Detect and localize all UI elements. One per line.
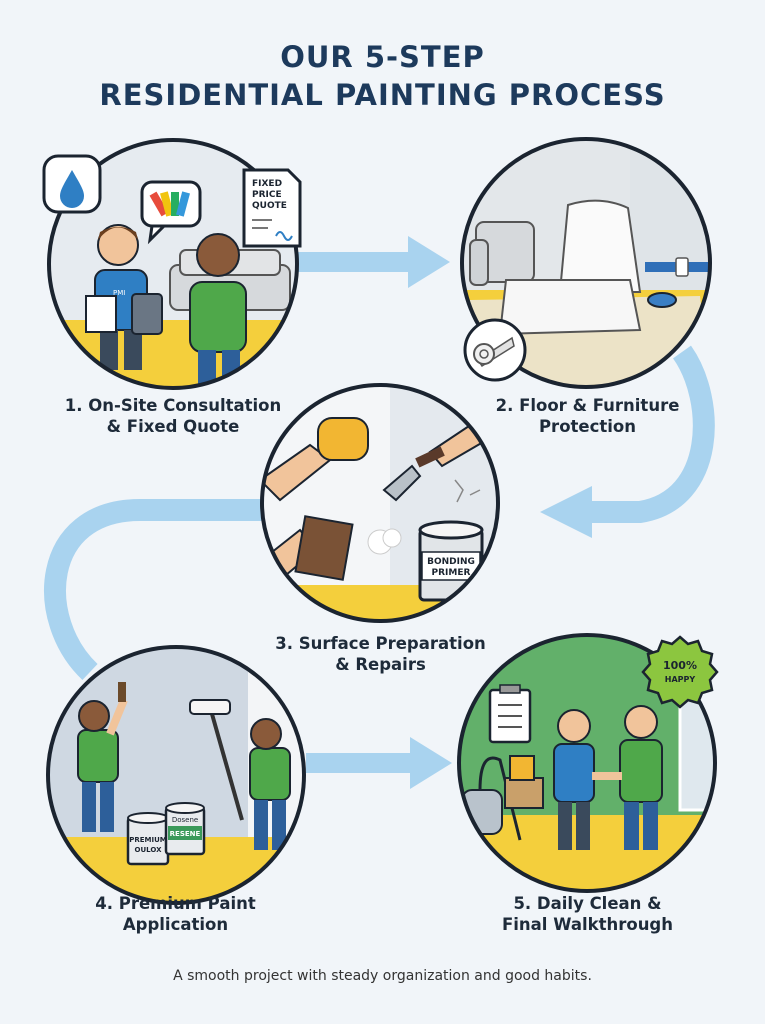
- covered-chair: [558, 199, 642, 293]
- footer-tagline: A smooth project with steady organizatio…: [173, 968, 592, 984]
- sponge-hand: [262, 417, 369, 502]
- quote-text-line-1: FIXED: [252, 179, 282, 189]
- can2-band-text: RESENE: [170, 830, 201, 838]
- quote-document-icon: FIXED PRICE QUOTE: [242, 168, 302, 248]
- tablet-icon: [131, 293, 163, 335]
- step-2-caption-line-1: 2. Floor & Furniture: [495, 396, 680, 415]
- arrow-step2-to-step3: [540, 345, 715, 538]
- step-3-caption-line-1: 3. Surface Preparation: [275, 634, 486, 653]
- badge-line-2: HAPPY: [665, 675, 696, 684]
- color-swatch-bubble-icon: [140, 180, 202, 245]
- satisfaction-badge-icon: 100% HAPPY: [641, 635, 719, 709]
- step-3-illustration: BONDING PRIMER: [260, 383, 500, 623]
- painter-left: [77, 682, 128, 832]
- badge-line-1: 100%: [663, 659, 697, 672]
- armchair: [469, 221, 535, 286]
- step-4-caption-line-2: Application: [122, 915, 229, 934]
- painter-right: [189, 699, 291, 850]
- can1-line-1: PREMIUM: [129, 836, 167, 844]
- water-drop-icon: [42, 154, 102, 214]
- client-figure: [189, 233, 247, 388]
- drop-cloth-roll-icon: [463, 318, 527, 382]
- roller-pole: [210, 713, 244, 821]
- paint-can-resene: Dosene RESENE: [164, 802, 206, 856]
- step-5-caption: 5. Daily Clean & Final Walkthrough: [470, 893, 705, 935]
- can2-top-text: Dosene: [172, 816, 198, 824]
- page-title-line-2: RESIDENTIAL PAINTING PROCESS: [99, 78, 666, 112]
- covered-table: [498, 279, 642, 336]
- connector-arrows: [44, 236, 715, 789]
- worker-figure: [553, 709, 595, 850]
- can1-line-2: OULOX: [135, 846, 163, 854]
- step-3-caption-line-2: & Repairs: [335, 655, 426, 674]
- step-4-caption: 4. Premium Paint Application: [58, 893, 293, 935]
- primer-can-line-1: BONDING: [427, 557, 475, 567]
- shirt-logo-text: PMI: [113, 289, 125, 297]
- arrow-step4-to-step5: [306, 737, 452, 789]
- step-2-caption-line-2: Protection: [538, 417, 637, 436]
- consultant-figure: PMI: [85, 224, 163, 370]
- step-4-caption-line-1: 4. Premium Paint: [95, 894, 256, 913]
- step-1-illustration: PMI: [42, 138, 302, 390]
- sanding-block-icon: [294, 515, 354, 581]
- paintbrush-icon: [118, 682, 126, 702]
- arrow-step3-to-step4: [44, 499, 264, 680]
- step-2-caption: 2. Floor & Furniture Protection: [470, 395, 705, 437]
- step-4-illustration: PREMIUM OULOX Dosene RESENE: [46, 645, 306, 905]
- tape-roll-icon: [647, 292, 677, 308]
- quote-text-line-2: PRICE: [252, 190, 282, 200]
- scraper-icon: [382, 464, 422, 502]
- clipboard-icon: [85, 295, 117, 333]
- homeowner-figure: [619, 705, 663, 850]
- step-2-illustration: [460, 137, 712, 389]
- sponge-icon: [317, 417, 369, 461]
- paint-can-premium: PREMIUM OULOX: [126, 812, 170, 866]
- primer-can-line-2: PRIMER: [432, 568, 471, 578]
- step-1-caption-line-2: & Fixed Quote: [106, 417, 240, 436]
- step-5-caption-line-2: Final Walkthrough: [502, 915, 673, 934]
- step-1-caption: 1. On-Site Consultation & Fixed Quote: [48, 395, 298, 437]
- step-5-illustration: 100% HAPPY: [457, 633, 719, 893]
- primer-can-icon: BONDING PRIMER: [418, 520, 484, 602]
- quote-text-line-3: QUOTE: [252, 201, 287, 211]
- checklist-clipboard-icon: [488, 684, 532, 744]
- arrow-step1-to-step2: [298, 236, 450, 288]
- step-5-caption-line-1: 5. Daily Clean &: [513, 894, 662, 913]
- step-3-caption: 3. Surface Preparation & Repairs: [258, 633, 503, 675]
- page-title-line-1: OUR 5-STEP: [280, 40, 485, 74]
- step-1-caption-line-1: 1. On-Site Consultation: [64, 396, 282, 415]
- paint-roller-icon: [189, 699, 231, 715]
